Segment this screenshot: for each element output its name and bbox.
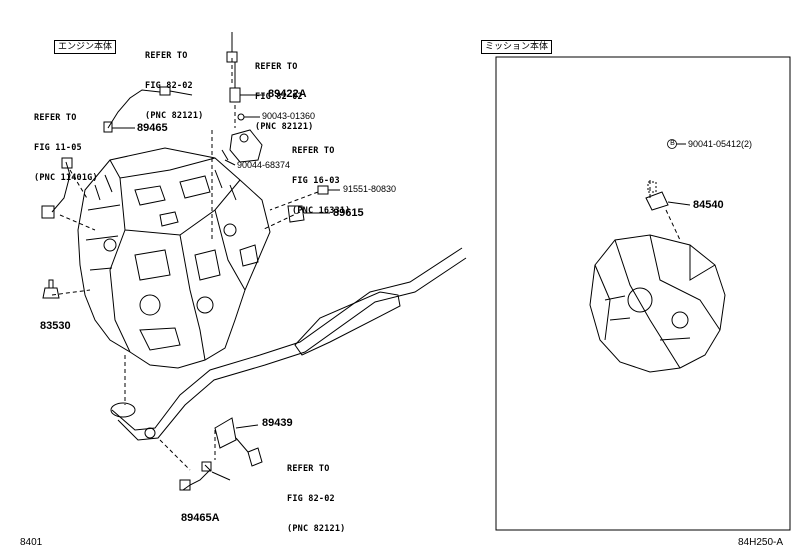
transmission-section-label: ミッション本体 xyxy=(481,40,553,54)
ref-line: FIG 82-02 xyxy=(145,81,193,91)
ref-line: REFER TO xyxy=(287,464,330,474)
ref-line: FIG 82-02 xyxy=(287,494,335,504)
engine-block xyxy=(77,147,271,369)
part-89439[interactable]: 89439 xyxy=(262,417,293,429)
part-90043-01360[interactable]: 90043-01360 xyxy=(262,111,316,121)
ref-line: REFER TO xyxy=(145,51,188,61)
ref-line: REFER TO xyxy=(34,113,77,123)
bolt-marker-b: B xyxy=(670,140,675,147)
ref-line: REFER TO xyxy=(255,62,298,72)
reference-note-left: REFER TO FIG 11-05 (PNC 11401G) xyxy=(34,93,98,203)
part-84540[interactable]: 84540 xyxy=(693,199,724,211)
transmission-frame xyxy=(495,56,791,531)
ref-line: FIG 11-05 xyxy=(34,143,82,153)
ref-line: REFER TO xyxy=(292,146,335,156)
part-89615[interactable]: 89615 xyxy=(333,207,364,219)
leader-lines xyxy=(51,58,681,471)
ref-line: (PNC 16331) xyxy=(292,206,351,216)
ref-line: (PNC 82121) xyxy=(145,111,204,121)
ref-line: (PNC 82121) xyxy=(287,524,346,534)
part-89465[interactable]: 89465 xyxy=(137,122,168,134)
ref-line: (PNC 82121) xyxy=(255,122,314,132)
ref-line: (PNC 11401G) xyxy=(34,173,98,183)
reference-note-mid: REFER TO FIG 16-03 (PNC 16331) xyxy=(292,126,351,236)
part-89422A[interactable]: 89422A xyxy=(268,88,307,100)
part-90041-05412[interactable]: 90041-05412(2) xyxy=(688,139,753,149)
part-89465A[interactable]: 89465A xyxy=(181,512,220,524)
part-90044-68374[interactable]: 90044-68374 xyxy=(237,160,291,170)
label-leaders xyxy=(112,94,691,429)
ref-line: FIG 82-02 xyxy=(255,92,303,102)
part-91551-80830[interactable]: 91551-80830 xyxy=(343,184,397,194)
engine-section-label: エンジン本体 xyxy=(54,40,117,54)
footer-left-code: 8401 xyxy=(20,537,43,548)
reference-note-top-2: REFER TO FIG 82-02 (PNC 82121) xyxy=(255,42,314,152)
reference-note-bottom: REFER TO FIG 82-02 (PNC 82121) xyxy=(287,444,346,554)
small-parts xyxy=(41,32,329,491)
transmission-body xyxy=(589,181,726,373)
reference-note-top-1: REFER TO FIG 82-02 (PNC 82121) xyxy=(145,31,204,141)
ref-line: FIG 16-03 xyxy=(292,176,340,186)
exhaust-pipe xyxy=(110,247,467,441)
part-83530[interactable]: 83530 xyxy=(40,320,71,332)
footer-right-code: 84H250-A xyxy=(738,537,784,548)
